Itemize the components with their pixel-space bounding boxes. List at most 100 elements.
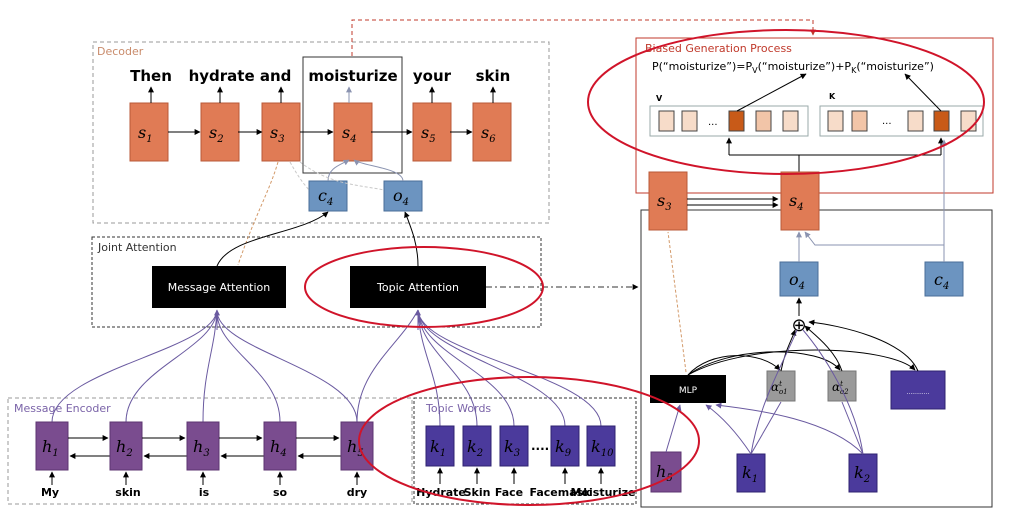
k-vocab-box (819, 105, 984, 137)
v-vocab-cell-2 (728, 110, 745, 132)
k-vocab-cell-2 (907, 110, 924, 132)
encoder-cell-h1 (35, 421, 69, 471)
detail-label-k1: k1 (742, 463, 758, 485)
right-detail-region (640, 209, 993, 508)
decoder-word-1: hydrate and (189, 67, 292, 85)
context-label-c4: c4 (318, 186, 333, 208)
topic-ellipsis: .... (531, 439, 549, 453)
decoder-word-4: skin (476, 67, 511, 85)
encoder-label-h4: h4 (270, 437, 287, 459)
encoder-attention-line-2 (202, 309, 218, 423)
encoder-word-2: is (199, 486, 210, 499)
encoder-attention-line-4 (216, 309, 358, 423)
k-vocab-ellipsis: ... (882, 116, 892, 127)
k-vocab-label: K (829, 92, 836, 101)
topic-word-0: Hydrate (416, 486, 466, 499)
detail-cell-k2 (848, 453, 878, 493)
k-vocab-cell-4 (960, 110, 977, 132)
decoder-label-s6: s6 (481, 123, 496, 145)
highlight-ellipse-topic-words (358, 376, 700, 506)
decoder-cell-s4 (333, 102, 373, 162)
topic-attention-line-0 (417, 309, 441, 427)
encoder-attention-line-1 (125, 309, 218, 423)
mlp-box (650, 375, 726, 403)
decoder-label-s1: s1 (138, 123, 153, 145)
encoder-label-h2: h2 (116, 437, 133, 459)
v-vocab-cell-1 (681, 110, 698, 132)
encoder-label-h3: h3 (193, 437, 210, 459)
decoder-cell-s3 (261, 102, 301, 162)
encoder-cell-h3 (186, 421, 220, 471)
v-vocab-cell-3 (755, 110, 772, 132)
topic-cell-k10 (586, 425, 616, 467)
encoder-word-4: dry (347, 486, 367, 499)
encoder-word-0: My (41, 486, 59, 499)
topic-label-k9: k9 (555, 437, 572, 459)
topic-attention-line-1 (417, 309, 478, 427)
decoder-label-s4: s4 (342, 123, 357, 145)
v-vocab-cell-4 (782, 110, 799, 132)
decoder-cell-s2 (200, 102, 240, 162)
topic-word-3: Facemask (529, 486, 591, 499)
topic-attention-label: Topic Attention (376, 281, 459, 294)
detail-label-h5: h5 (656, 462, 673, 484)
decoder-word-3: your (413, 67, 452, 85)
encoder-word-3: so (273, 486, 288, 499)
generation-equation: P(“moisturize”)=PV(“moisturize”)+PK(“moi… (652, 60, 934, 75)
k-vocab-cell-1 (851, 110, 868, 132)
topic-cell-k9 (550, 425, 580, 467)
focus-box-s4 (302, 56, 403, 174)
alpha-dots-label: ............ (907, 389, 930, 396)
topic-words-label: Topic Words (425, 402, 491, 415)
topic-word-2: Face (495, 486, 523, 499)
topic-cell-k3 (499, 425, 529, 467)
topic-label-k10: k10 (591, 437, 614, 459)
message-attention-box (152, 266, 286, 308)
topic-label-k1: k1 (430, 437, 446, 459)
v-vocab-cell-0 (658, 110, 675, 132)
detail-cell-s4 (780, 171, 820, 231)
topic-label-k3: k3 (504, 437, 520, 459)
context-cell-c4 (308, 180, 348, 212)
highlight-ellipse-generation (587, 29, 985, 175)
detail-cell-s3 (648, 171, 688, 231)
topic-label-k2: k2 (467, 437, 483, 459)
joint-attention-label: Joint Attention (97, 241, 177, 254)
decoder-label-s5: s5 (421, 123, 436, 145)
topic-cell-k2 (462, 425, 492, 467)
encoder-topic-line (356, 309, 419, 423)
decoder-cell-s1 (129, 102, 169, 162)
context-label-o4: o4 (393, 186, 409, 208)
decoder-word-2: moisturize (308, 67, 397, 85)
topic-attention-line-3 (417, 309, 566, 427)
decoder-region (92, 41, 550, 224)
encoder-attention-line-3 (216, 309, 281, 423)
topic-attention-box (350, 266, 486, 308)
message-encoder-label: Message Encoder (14, 402, 111, 415)
k-vocab-cell-3 (933, 110, 950, 132)
encoder-cell-h4 (263, 421, 297, 471)
v-vocab-ellipsis: ... (708, 117, 718, 128)
detail-label-c4: c4 (934, 270, 949, 292)
highlight-ellipse-topic-attention (304, 246, 544, 328)
biased-generation-title: Biased Generation Process (645, 42, 792, 55)
message-encoder-region (7, 397, 413, 505)
encoder-cell-h2 (109, 421, 143, 471)
topic-words-region (413, 397, 637, 505)
detail-label-k2: k2 (854, 463, 870, 485)
alpha-dots-cell (890, 370, 946, 410)
decoder-cell-s6 (472, 102, 512, 162)
decoder-label: Decoder (97, 45, 144, 58)
mlp-label: MLP (679, 386, 698, 396)
message-attention-label: Message Attention (168, 281, 271, 294)
decoder-label-s3: s3 (270, 123, 285, 145)
detail-cell-o4 (779, 261, 819, 297)
topic-attention-line-2 (417, 309, 515, 427)
encoder-label-h5: h5 (347, 437, 364, 459)
encoder-label-h1: h1 (42, 437, 59, 459)
k-vocab-cell-0 (827, 110, 844, 132)
decoder-label-s2: s2 (209, 123, 224, 145)
